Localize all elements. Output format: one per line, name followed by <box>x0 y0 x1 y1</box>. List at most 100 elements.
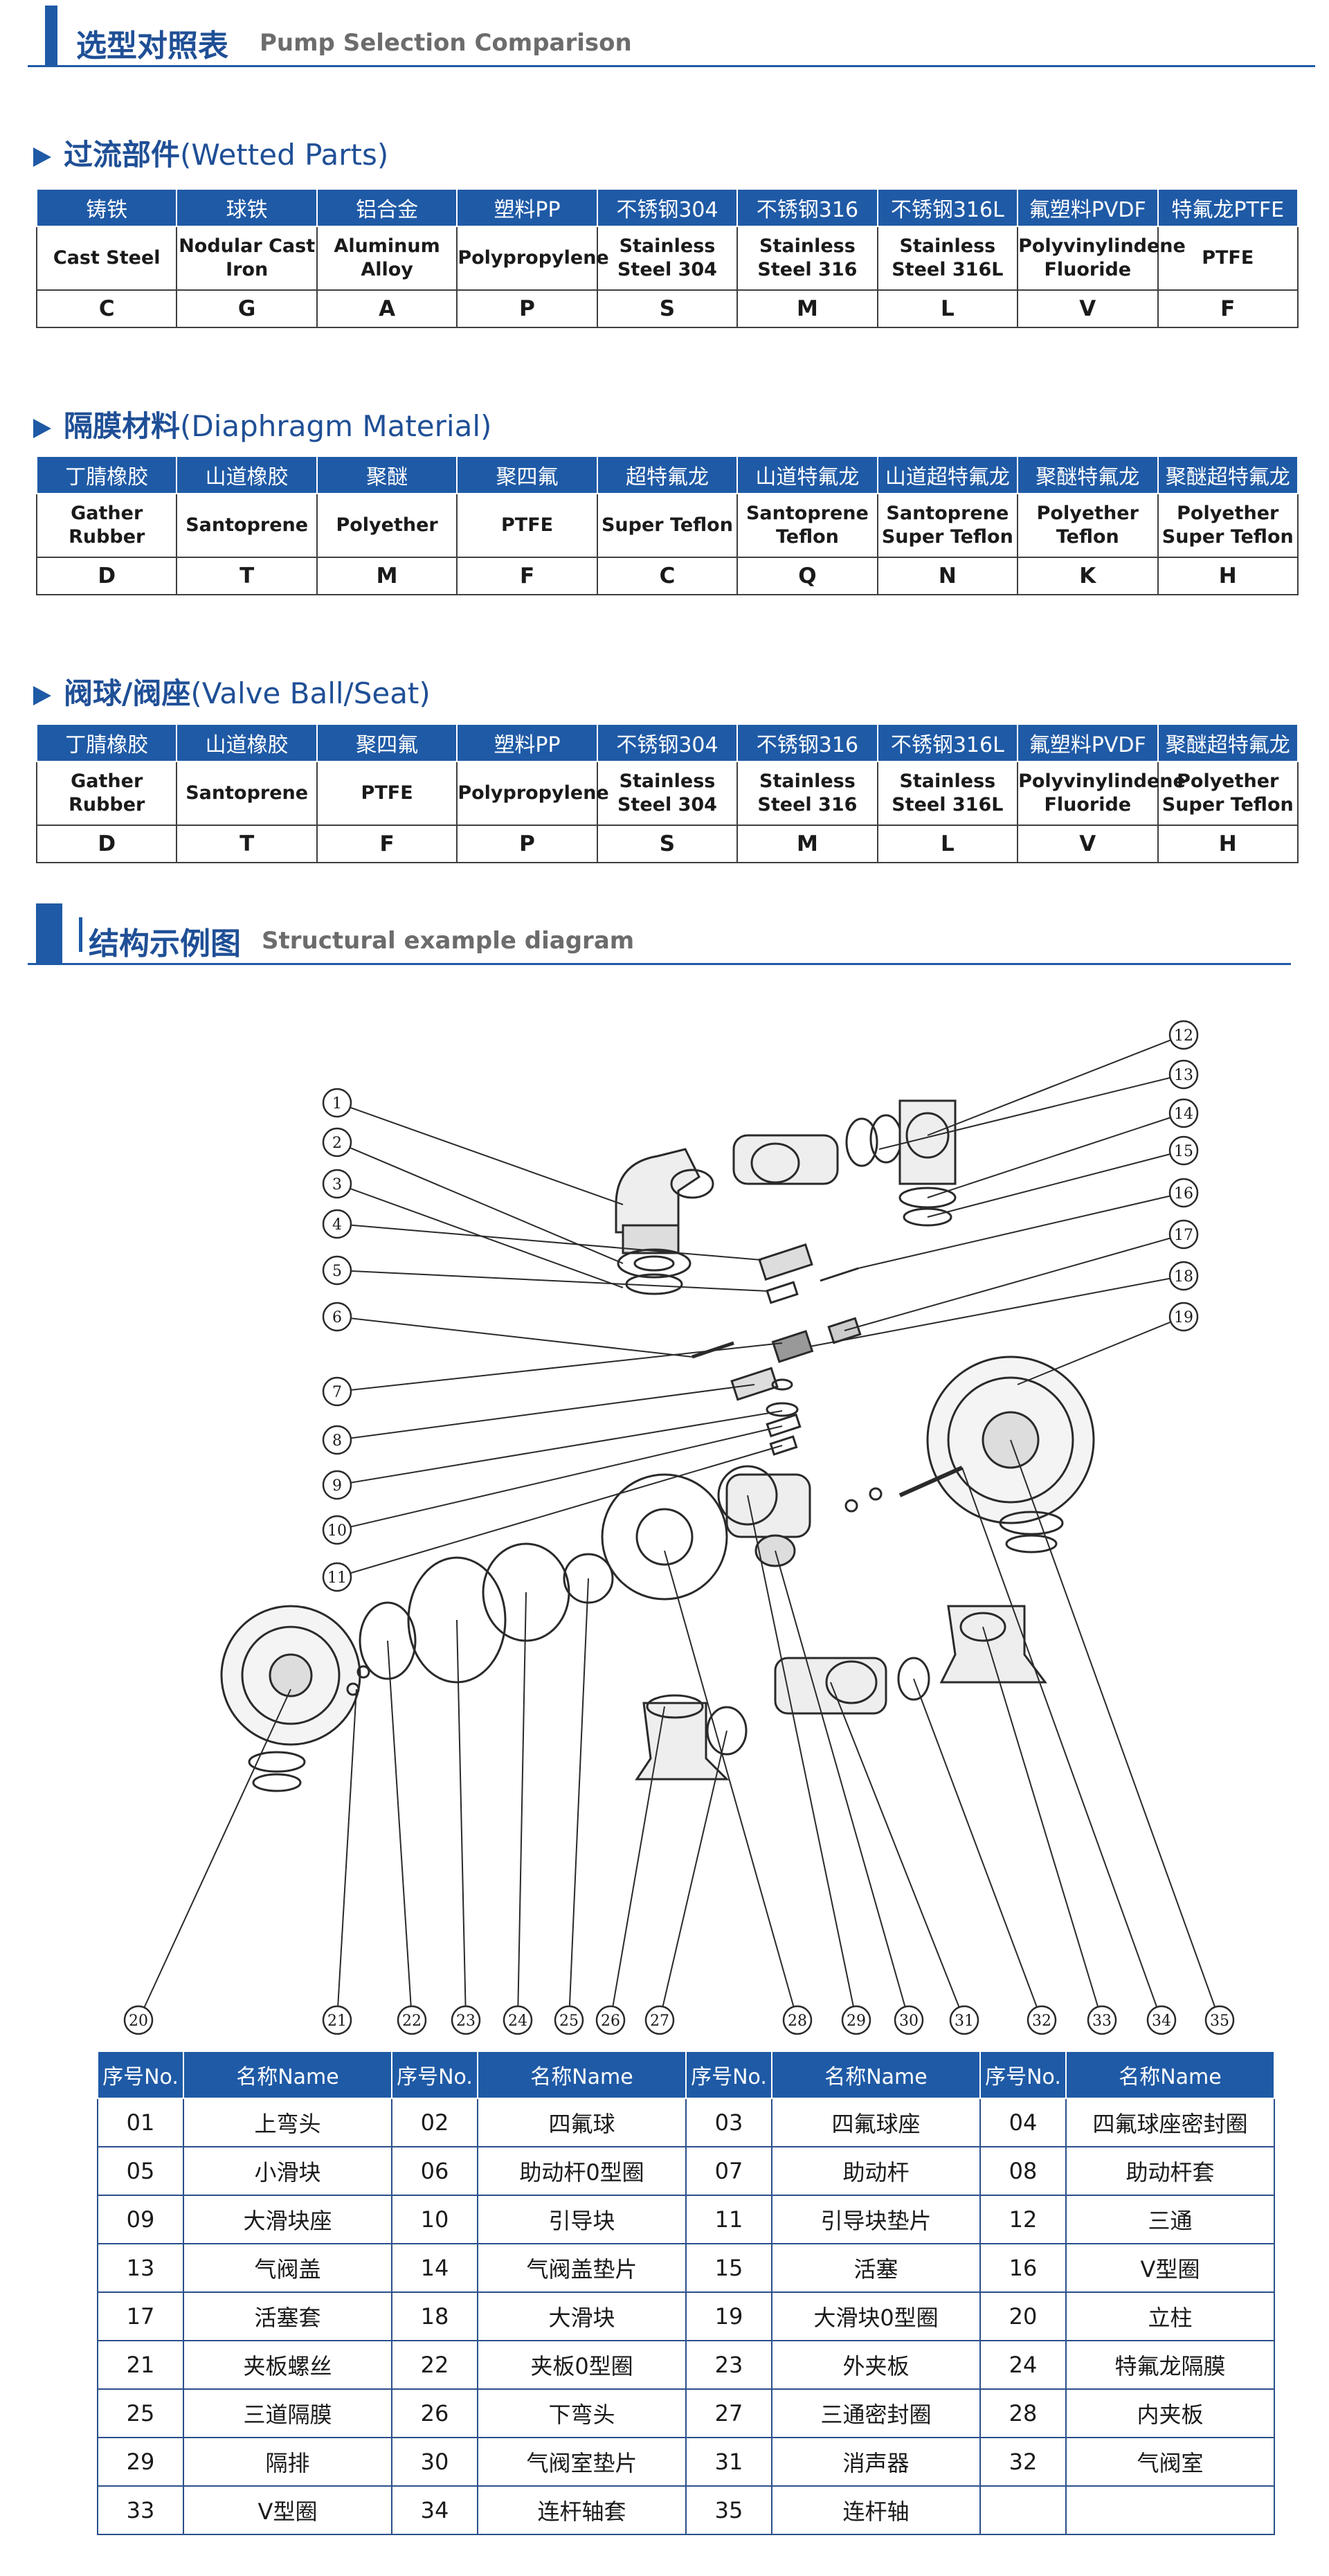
name-cell: Super Teflon <box>596 493 739 558</box>
name-cell: Cast Steel <box>35 226 178 291</box>
callout-circle <box>894 2005 924 2035</box>
heading-zh: 过流部件 <box>64 138 181 172</box>
part-name-cell: 连杆轴套 <box>477 2485 687 2535</box>
valve-heading: 阀球/阀座(Valve Ball/Seat) <box>33 670 431 712</box>
header-cell: 聚四氟 <box>316 723 458 762</box>
callout-number: 10 <box>327 1522 347 1540</box>
part-number-cell: 31 <box>685 2437 772 2487</box>
callout-number: 15 <box>1174 1143 1193 1160</box>
callout-circle <box>1168 1098 1199 1128</box>
callout-number: 6 <box>332 1309 342 1326</box>
callout-circle <box>322 1169 352 1199</box>
header-cell: 不锈钢304 <box>596 188 739 227</box>
part-name-cell: 引导块垫片 <box>771 2195 981 2244</box>
callout-circle <box>644 2005 675 2035</box>
header-cell: 塑料PP <box>456 723 598 762</box>
code-cell: F <box>456 557 598 595</box>
leader-line <box>336 1410 783 1486</box>
leader-line <box>809 1275 1184 1347</box>
header-accent-bar <box>45 6 57 65</box>
code-cell: Q <box>736 557 878 595</box>
part-number-cell: 19 <box>685 2291 772 2341</box>
leader-line <box>138 1688 291 2021</box>
part-name-cell: 气阀盖垫片 <box>477 2243 687 2293</box>
part-name-cell: 上弯头 <box>183 2098 392 2147</box>
part-number-cell: 20 <box>979 2291 1067 2341</box>
callout-number: 34 <box>1152 2012 1171 2030</box>
callout-circle <box>1168 1261 1199 1291</box>
part-number-cell: 08 <box>979 2146 1067 2196</box>
leader-line <box>775 1550 910 2021</box>
leader-line <box>844 1234 1184 1331</box>
leader-line <box>456 1619 467 2021</box>
part-number-cell: 35 <box>685 2485 772 2535</box>
callout-number: 13 <box>1174 1067 1193 1084</box>
part-number-cell: 07 <box>685 2146 772 2196</box>
name-cell: Stainless Steel 316L <box>876 761 1019 826</box>
code-cell: M <box>316 557 458 595</box>
code-cell: A <box>316 289 458 328</box>
part-number-cell: 05 <box>97 2146 184 2196</box>
part-name-cell: 消声器 <box>771 2437 981 2487</box>
header-cell: 聚醚超特氟龙 <box>1157 456 1299 494</box>
part-name-cell: 三通 <box>1065 2195 1275 2244</box>
part-name-cell: 气阀盖 <box>183 2243 392 2293</box>
part-number-cell: 24 <box>979 2340 1067 2390</box>
callout-number: 7 <box>332 1384 342 1401</box>
section-header-selection: 选型对照表 Pump Selection Comparison <box>28 6 1315 67</box>
leader-line <box>336 1270 769 1292</box>
header-cell: 山道超特氟龙 <box>876 456 1019 494</box>
callout-circle <box>322 1562 352 1592</box>
leader-line <box>336 1102 624 1205</box>
header-cell: 特氟龙PTFE <box>1157 188 1299 227</box>
part-name-cell: 外夹板 <box>771 2340 981 2390</box>
code-cell: M <box>736 825 878 863</box>
name-cell: Polypropylene <box>456 761 609 826</box>
name-cell: Gather Rubber <box>35 493 178 558</box>
callout-circle <box>1146 2005 1177 2035</box>
part-name-cell: 三道隔膜 <box>183 2388 392 2438</box>
name-cell: Stainless Steel 316 <box>736 226 878 291</box>
callout-circle <box>1168 1301 1199 1332</box>
part-name-cell: 气阀室 <box>1065 2437 1275 2487</box>
column-header-name: 名称Name <box>1065 2051 1275 2099</box>
part-number-cell: 25 <box>97 2388 184 2438</box>
part-number-cell: 17 <box>97 2291 184 2341</box>
part-number-cell: 32 <box>979 2437 1067 2487</box>
header-cell: 聚醚特氟龙 <box>1017 456 1159 494</box>
callout-circle <box>949 2005 979 2035</box>
part-name-cell: 四氟球 <box>477 2098 687 2147</box>
part-name-cell: V型圈 <box>183 2485 392 2535</box>
callout-number: 26 <box>601 2012 620 2030</box>
callout-number: 16 <box>1174 1185 1193 1203</box>
code-cell: T <box>176 557 318 595</box>
leader-line <box>927 1034 1184 1136</box>
code-cell: F <box>1157 289 1299 328</box>
name-cell: Santoprene Teflon <box>736 493 878 558</box>
callout-number: 21 <box>327 2012 347 2030</box>
callout-number: 25 <box>559 2012 579 2030</box>
code-cell: V <box>1017 825 1159 863</box>
heading-zh: 隔膜材料 <box>64 409 181 443</box>
name-cell: Polyether Teflon <box>1017 493 1159 558</box>
leader-line <box>336 1223 762 1261</box>
part-number-cell: 29 <box>97 2437 184 2487</box>
leader-line <box>336 1688 357 2021</box>
callout-number: 18 <box>1174 1268 1193 1286</box>
callout-circle <box>1204 2005 1235 2035</box>
callout-number: 33 <box>1092 2012 1112 2030</box>
callout-circle <box>123 2005 154 2035</box>
callout-circle <box>1168 1059 1199 1090</box>
part-number-cell: 13 <box>97 2243 184 2293</box>
section-title-en: Pump Selection Comparison <box>260 29 632 57</box>
leader-line <box>336 1384 755 1441</box>
part-number-cell: 21 <box>97 2340 184 2390</box>
